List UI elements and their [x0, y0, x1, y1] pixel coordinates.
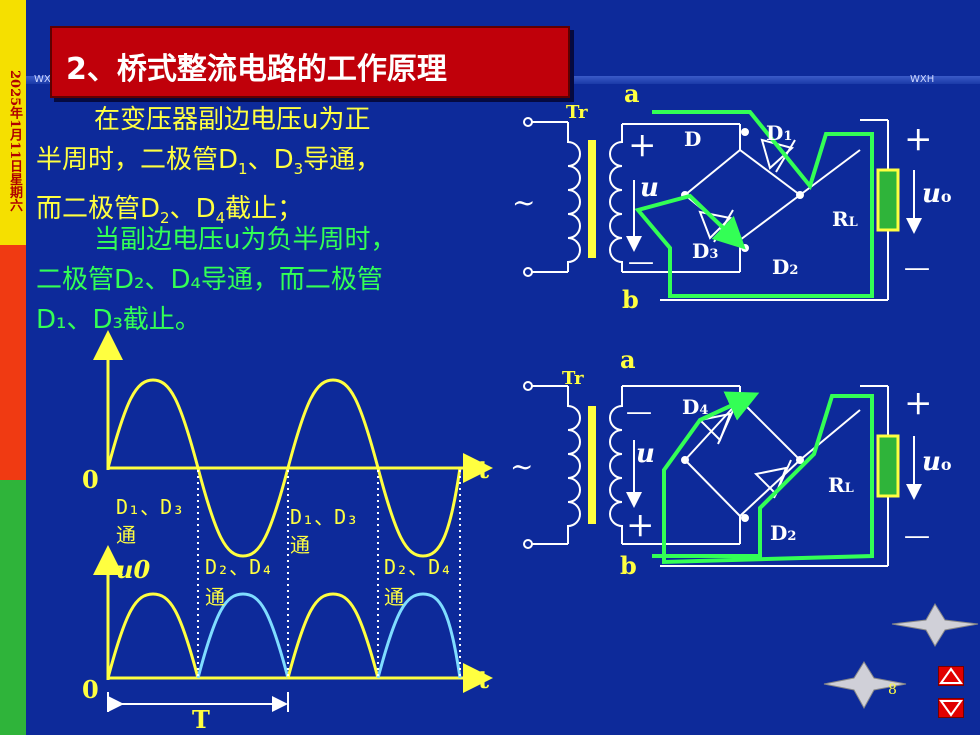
arrow-down-icon	[939, 700, 963, 717]
annot-d1d3-a-on: 通	[116, 523, 136, 547]
waveform-u0	[93, 470, 493, 712]
paragraph-positive-half: 在变压器副边电压u为正 半周时，二极管D1、D3导通， 而二极管D2、D4截止；	[36, 100, 486, 238]
top-transformer-core	[588, 140, 596, 258]
top-d2-label: D2	[772, 255, 798, 279]
top-plus-left: +	[628, 125, 657, 165]
top-current-path	[634, 110, 874, 298]
paragraph-negative-half: 当副边电压u为负半周时， 二极管D₂、D₄导通，而二极管 D₁、D₃截止。	[36, 220, 486, 340]
sidebar-date: 2025年1月11日星期六	[7, 70, 22, 212]
bottom-transformer-core	[588, 406, 596, 524]
star-icon-top	[891, 603, 979, 647]
header-tag-left: WX	[34, 74, 51, 85]
bottom-primary-coil	[567, 386, 581, 544]
top-b-label: b	[622, 285, 639, 314]
bottom-load-resistor	[876, 434, 900, 498]
u0-zero-label: 0	[82, 675, 99, 704]
para1-line3: 而二极管D2、D4截止；	[36, 194, 304, 228]
bottom-input-terminal-1	[523, 381, 533, 391]
annot-d1d3-b-on: 通	[290, 533, 310, 557]
bottom-minus-right: —	[904, 521, 930, 551]
u-sine-curve	[106, 378, 462, 558]
bottom-d4-label: D4	[682, 395, 708, 419]
u0-hump-4	[376, 592, 462, 679]
para2-line2: 二极管D₂、D₄导通，而二极管	[36, 265, 383, 295]
top-plus-right: +	[904, 119, 933, 159]
annot-d1d3-a: D₁、D₃	[116, 495, 184, 519]
bottom-current-path	[652, 391, 874, 565]
bottom-uo-label: uo	[922, 447, 952, 477]
annot-d2d4-a-on: 通	[205, 585, 225, 609]
bottom-secondary-coil	[609, 386, 623, 544]
top-ac-symbol: ~	[512, 186, 535, 219]
para2-line1: 当副边电压u为负半周时，	[94, 225, 397, 255]
arrow-up-icon	[939, 667, 963, 684]
star-icon-bottom	[823, 661, 907, 710]
page-title: 2、桥式整流电路的工作原理	[66, 52, 447, 87]
bottom-plus-left: +	[626, 505, 655, 545]
bottom-u-label: u	[636, 439, 655, 469]
top-d4-label: D	[684, 127, 701, 151]
para1-line2: 半周时，二极管D1、D3导通，	[36, 145, 382, 179]
top-rl-label: RL	[832, 207, 858, 231]
nav-next-button[interactable]	[938, 698, 964, 718]
bottom-d2-label: D2	[770, 521, 796, 545]
top-secondary-coil	[609, 124, 623, 272]
top-load-resistor	[876, 168, 900, 232]
sidebar-green-band	[0, 480, 26, 735]
top-diode-D3	[698, 210, 733, 240]
period-label: T	[192, 705, 210, 734]
sidebar-red-band	[0, 245, 26, 480]
bottom-rl-label: RL	[828, 473, 854, 497]
u0-hump-3	[286, 592, 380, 679]
u-zero-label: 0	[82, 465, 99, 494]
page-number: 8	[888, 682, 897, 698]
top-d3-label: D3	[692, 239, 718, 263]
header-tag-right: WXH	[910, 74, 935, 85]
para1-line1: 在变压器副边电压u为正	[94, 105, 371, 135]
annot-d2d4-a: D₂、D₄	[205, 555, 273, 579]
annot-d1d3-b: D₁、D₃	[290, 505, 358, 529]
title-box: 2、桥式整流电路的工作原理	[50, 26, 570, 98]
bottom-a-label: a	[620, 345, 636, 374]
annot-d2d4-b: D₂、D₄	[384, 555, 452, 579]
u-t-label: t	[478, 455, 489, 484]
top-d1-label: D1	[766, 121, 792, 145]
top-tr-label: Tr	[566, 102, 588, 123]
bottom-tr-label: Tr	[562, 368, 584, 389]
bottom-b-label: b	[620, 551, 637, 580]
top-input-terminal-1	[523, 117, 533, 127]
left-sidebar: 2025年1月11日星期六	[0, 0, 26, 735]
bottom-input-terminal-2	[523, 539, 533, 549]
u0-t-label: t	[478, 665, 489, 694]
waveform-u	[93, 330, 493, 558]
top-uo-label: uo	[922, 179, 952, 209]
u0-hump-2	[196, 592, 290, 679]
nav-prev-button[interactable]	[938, 666, 964, 686]
bottom-plus-right: +	[904, 383, 933, 423]
u0-axis-label: u0	[116, 555, 150, 584]
annot-d2d4-b-on: 通	[384, 585, 404, 609]
top-a-label: a	[624, 79, 640, 108]
bottom-ac-symbol: ~	[510, 450, 533, 483]
sidebar-yellow-band	[0, 0, 26, 245]
top-u-label: u	[640, 173, 659, 203]
u0-hump-1	[106, 592, 200, 679]
bottom-minus-left: —	[626, 397, 652, 427]
top-input-terminal-2	[523, 267, 533, 277]
top-minus-right: —	[904, 253, 930, 283]
top-primary-coil	[567, 122, 581, 272]
top-minus-left: —	[628, 247, 654, 277]
